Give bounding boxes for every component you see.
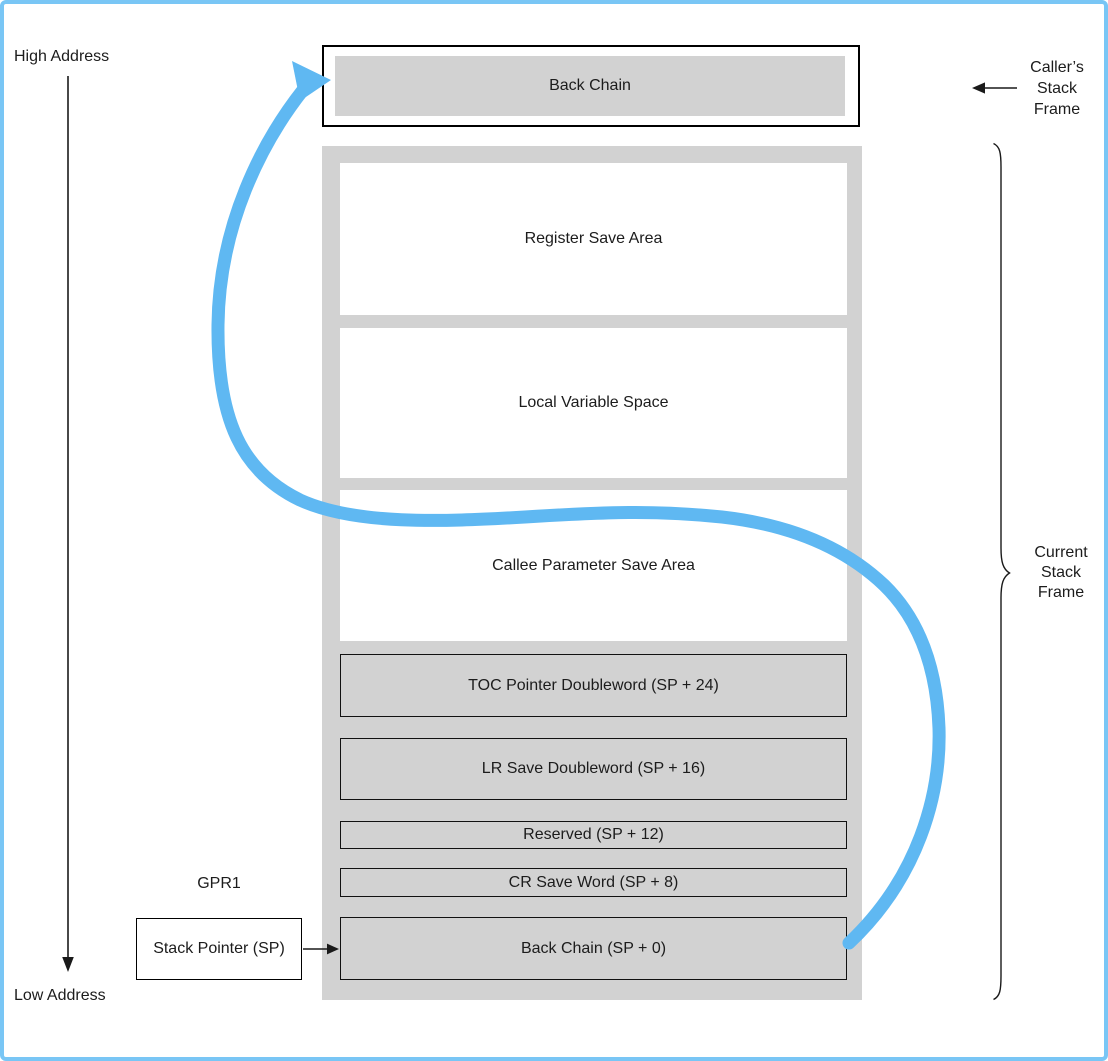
row-register-save-area: Register Save Area xyxy=(340,163,847,315)
row-cr-save-word: CR Save Word (SP + 8) xyxy=(340,868,847,897)
address-direction-arrowhead-icon xyxy=(62,957,74,972)
caller-frame-arrowhead-icon xyxy=(972,82,985,94)
current-stack-frame-label-line3: Frame xyxy=(1037,584,1085,601)
current-stack-frame-label: Current Stack Frame xyxy=(1020,543,1102,603)
row-reserved: Reserved (SP + 12) xyxy=(340,821,847,849)
current-stack-frame-label-line2: Stack xyxy=(1040,564,1081,581)
stack-pointer-label: Stack Pointer (SP) xyxy=(153,940,285,957)
current-frame-brace-icon xyxy=(993,142,1011,1001)
caller-back-chain-box: Back Chain xyxy=(322,45,860,127)
current-stack-frame-container: Register Save Area Local Variable Space … xyxy=(322,146,862,1000)
caller-back-chain-fill: Back Chain xyxy=(335,56,845,116)
caller-stack-frame-label-line2: Stack xyxy=(1036,80,1077,97)
caller-stack-frame-label-line1: Caller’s xyxy=(1030,59,1084,76)
row-callee-parameter-save-area: Callee Parameter Save Area xyxy=(340,490,847,641)
stack-pointer-box: Stack Pointer (SP) xyxy=(136,918,302,980)
caller-stack-frame-label: Caller’s Stack Frame xyxy=(1016,57,1098,120)
caller-back-chain-label: Back Chain xyxy=(549,77,631,94)
caller-stack-frame-label-line3: Frame xyxy=(1033,101,1081,118)
gpr1-label: GPR1 xyxy=(197,875,241,892)
current-stack-frame-label-line1: Current xyxy=(1034,544,1088,561)
high-address-label: High Address xyxy=(14,48,110,65)
row-local-variable-space: Local Variable Space xyxy=(340,328,847,478)
row-toc-pointer-doubleword: TOC Pointer Doubleword (SP + 24) xyxy=(340,654,847,717)
row-lr-save-doubleword: LR Save Doubleword (SP + 16) xyxy=(340,738,847,800)
row-back-chain-sp0: Back Chain (SP + 0) xyxy=(340,917,847,980)
low-address-label: Low Address xyxy=(14,987,106,1004)
